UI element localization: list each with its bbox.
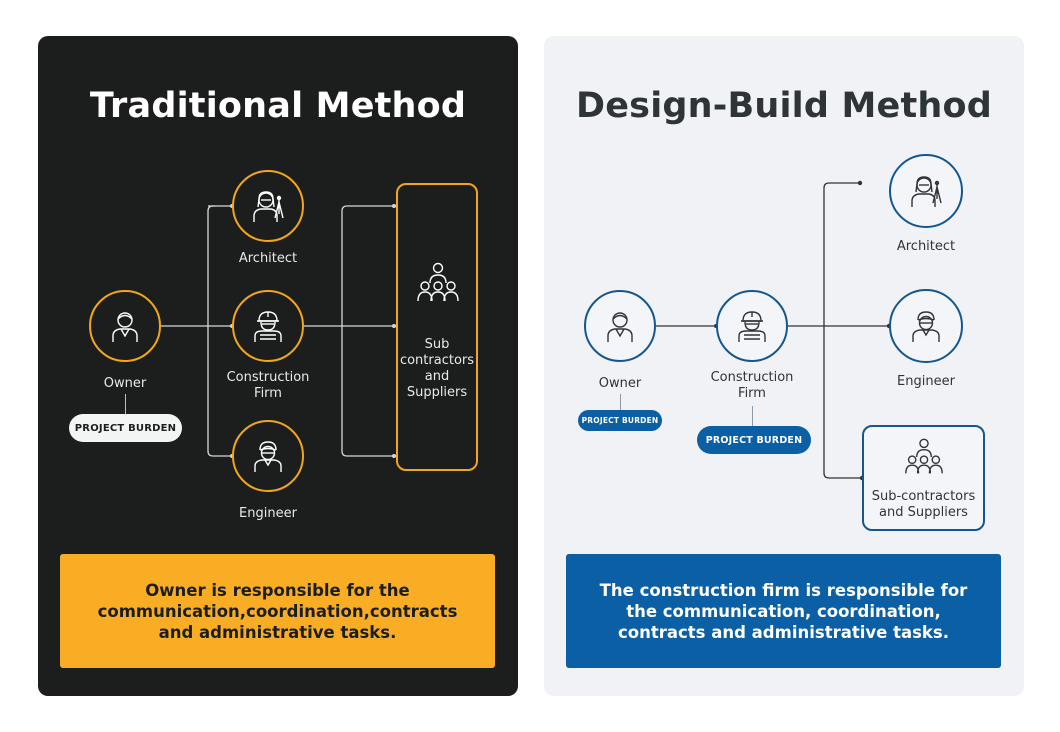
db-construction-firm-label-text: Construction Firm <box>710 370 794 401</box>
construction-firm-label-text: Construction Firm <box>226 370 310 401</box>
group-people-icon <box>417 262 459 302</box>
architect-icon <box>911 176 942 207</box>
db-construction-firm-label: Construction Firm <box>687 370 817 402</box>
construction-firm-label: Construction Firm <box>203 370 333 402</box>
db-construction-firm-node <box>716 290 788 362</box>
db-subcontractors-label: Sub-contractors and Suppliers <box>871 489 976 520</box>
traditional-method-panel: Traditional Method Owner PROJECT BURDEN <box>38 36 518 696</box>
db-owner-node <box>584 290 656 362</box>
architect-label: Architect <box>238 251 298 266</box>
design-build-title: Design-Build Method <box>575 86 993 126</box>
engineer-node <box>232 420 304 492</box>
db-owner-project-burden-badge: PROJECT BURDEN <box>578 410 662 431</box>
db-firm-project-burden-badge: PROJECT BURDEN <box>697 426 811 454</box>
engineer-label: Engineer <box>239 506 297 521</box>
db-engineer-label: Engineer <box>897 374 955 389</box>
hardhat-worker-icon <box>254 311 282 342</box>
owner-badge-tick <box>125 394 126 414</box>
engineer-icon <box>912 311 940 342</box>
owner-icon <box>112 312 138 342</box>
db-owner-badge-tick <box>620 394 621 410</box>
owner-label: Owner <box>103 376 147 391</box>
db-architect-node <box>889 154 963 228</box>
traditional-callout: Owner is responsible for the communicati… <box>60 554 495 668</box>
design-build-callout: The construction firm is responsible for… <box>566 554 1001 668</box>
architect-icon <box>253 191 284 222</box>
owner-project-burden-badge: PROJECT BURDEN <box>69 414 182 442</box>
owner-icon <box>607 312 633 342</box>
hardhat-worker-icon <box>738 311 766 342</box>
design-build-method-panel: Design-Build Method Owner PROJECT BURDEN <box>544 36 1024 696</box>
subcontractors-label: Sub contractors and Suppliers <box>399 337 475 400</box>
group-people-icon <box>905 438 943 474</box>
db-subcontractors-box: Sub-contractors and Suppliers <box>862 425 985 531</box>
owner-node <box>89 290 161 362</box>
db-architect-label: Architect <box>896 239 956 254</box>
architect-node <box>232 170 304 242</box>
db-engineer-node <box>889 289 963 363</box>
db-owner-label: Owner <box>598 376 642 391</box>
construction-firm-node <box>232 290 304 362</box>
traditional-title: Traditional Method <box>89 86 467 126</box>
engineer-icon <box>254 441 282 472</box>
db-firm-badge-tick <box>752 406 753 426</box>
subcontractors-box: Sub contractors and Suppliers <box>396 183 478 471</box>
